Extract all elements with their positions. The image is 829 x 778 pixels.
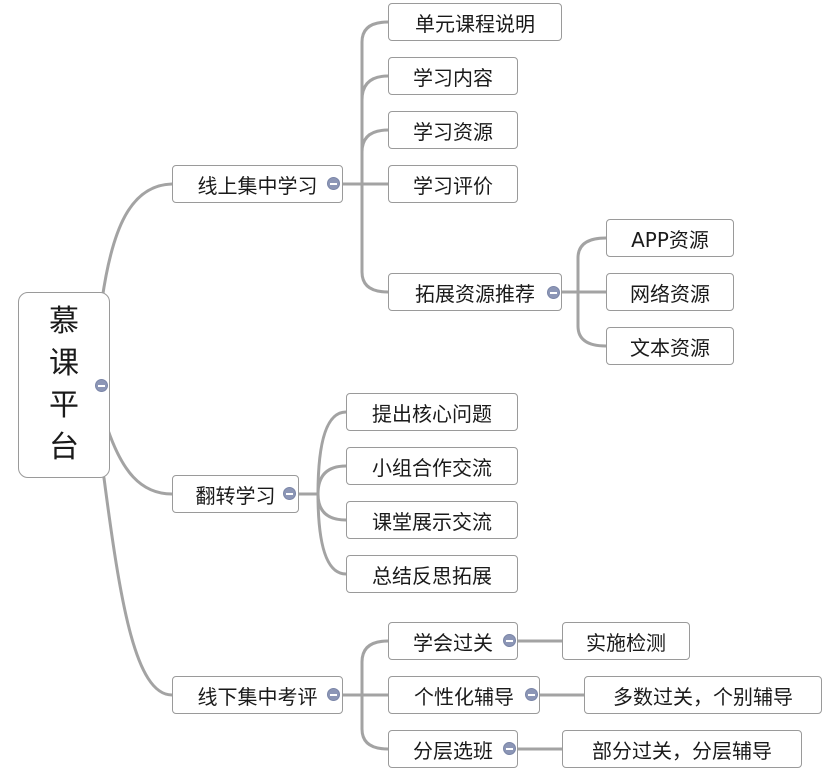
- topic-node[interactable]: 课堂展示交流: [346, 501, 518, 539]
- topic-node[interactable]: 学习内容: [388, 57, 518, 95]
- topic-node[interactable]: 学习评价: [388, 165, 518, 203]
- connector-b1-c3: [316, 492, 348, 576]
- subtopic-node[interactable]: 部分过关，分层辅导: [562, 730, 802, 768]
- connector-b1-c2: [316, 492, 348, 522]
- collapse-minus-icon[interactable]: [283, 487, 296, 500]
- collapse-minus-icon[interactable]: [327, 177, 340, 190]
- subtopic-node[interactable]: 文本资源: [606, 327, 734, 365]
- root-char: 平: [49, 388, 79, 423]
- connector-b0-c1: [360, 74, 390, 102]
- topic-node[interactable]: 总结反思拓展: [346, 555, 518, 593]
- connector-root-b2: [102, 476, 174, 697]
- branch-node-flipped[interactable]: 翻转学习: [172, 475, 299, 513]
- root-char: 课: [49, 346, 79, 381]
- connector-b0-c4: [360, 182, 390, 294]
- collapse-minus-icon[interactable]: [327, 688, 340, 701]
- connector-b2-c0: [338, 639, 390, 697]
- root-char: 慕: [49, 304, 79, 339]
- connector-b0-c0: [338, 20, 390, 186]
- subtopic-node[interactable]: 多数过关，个别辅导: [584, 676, 822, 714]
- topic-node[interactable]: 个性化辅导: [388, 676, 540, 714]
- connector-b1-c1: [316, 464, 348, 496]
- subtopic-node[interactable]: 实施检测: [562, 622, 690, 660]
- collapse-minus-icon[interactable]: [95, 379, 108, 392]
- subtopic-node[interactable]: 网络资源: [606, 273, 734, 311]
- topic-node[interactable]: 学会过关: [388, 622, 518, 660]
- branch-node-online[interactable]: 线上集中学习: [172, 165, 343, 203]
- connector-b0c4-g2: [576, 290, 608, 348]
- root-node[interactable]: 慕 课 平 台: [18, 292, 110, 478]
- collapse-minus-icon[interactable]: [525, 688, 538, 701]
- collapse-minus-icon[interactable]: [503, 634, 516, 647]
- topic-node[interactable]: 学习资源: [388, 111, 518, 149]
- connector-b2-c2: [360, 693, 390, 751]
- subtopic-node[interactable]: APP资源: [606, 219, 734, 257]
- topic-node[interactable]: 分层选班: [388, 730, 518, 768]
- collapse-minus-icon[interactable]: [503, 742, 516, 755]
- collapse-minus-icon[interactable]: [547, 286, 560, 299]
- connector-b0c4-g0: [558, 236, 608, 294]
- connector-root-b1: [106, 428, 174, 496]
- connector-b0-c2: [360, 128, 390, 154]
- topic-node[interactable]: 拓展资源推荐: [388, 273, 562, 311]
- topic-node[interactable]: 单元课程说明: [388, 3, 562, 41]
- topic-node[interactable]: 小组合作交流: [346, 447, 518, 485]
- branch-node-offline[interactable]: 线下集中考评: [172, 676, 343, 714]
- topic-node[interactable]: 提出核心问题: [346, 393, 518, 431]
- connector-root-b0: [100, 182, 174, 302]
- root-char: 台: [49, 430, 79, 465]
